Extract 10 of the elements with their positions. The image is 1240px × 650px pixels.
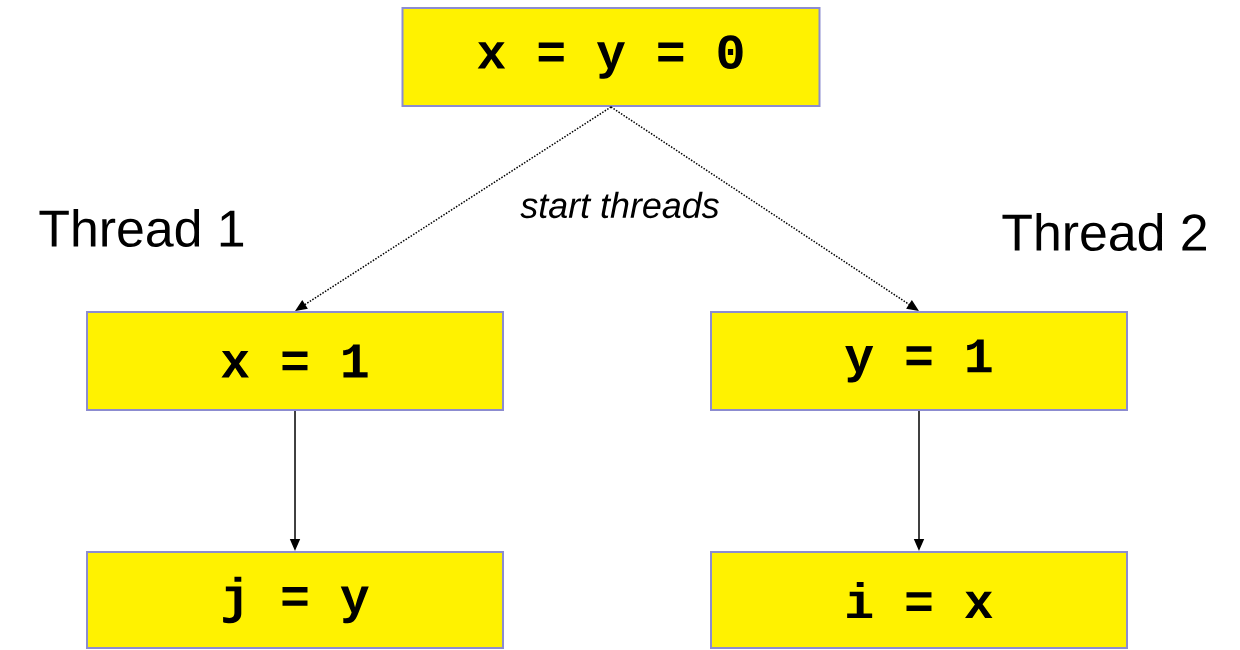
code-box: j = y	[86, 551, 504, 649]
arrow	[295, 106, 612, 311]
code-box: i = x	[710, 551, 1128, 649]
label-text: start threads	[520, 191, 719, 219]
thread-label: Thread 1	[39, 208, 244, 247]
thread-label: Thread 2	[1002, 212, 1206, 251]
arrow	[610, 106, 919, 311]
code-box: x = 1	[86, 311, 504, 411]
code-box: y = 1	[710, 311, 1128, 411]
code-box: x = y = 0	[401, 7, 821, 107]
